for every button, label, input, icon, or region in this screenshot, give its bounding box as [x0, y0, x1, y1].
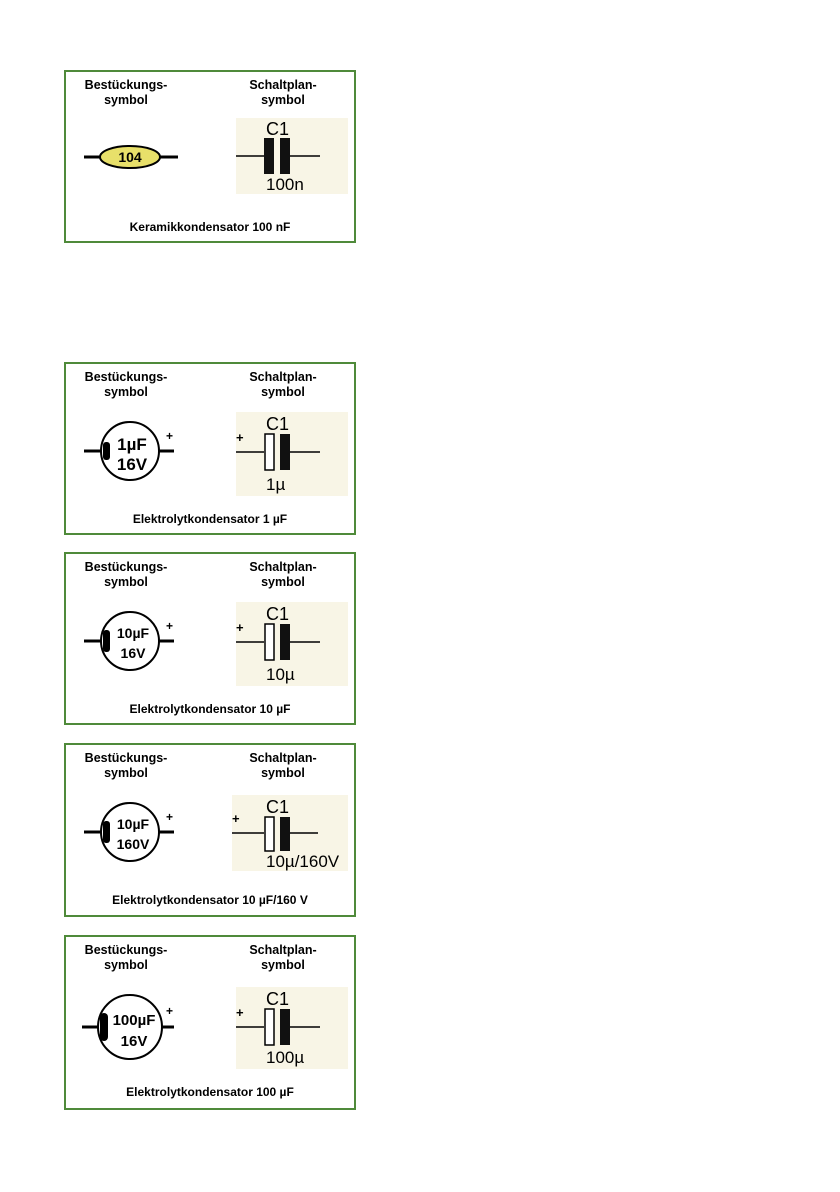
component-card-elko-100u: Bestückungs- symbol Schaltplan- symbol +…	[64, 935, 356, 1110]
schematic-ref-label: C1	[266, 119, 289, 139]
schematic-plus-sign: +	[236, 620, 244, 635]
component-caption: Elektrolytkondensator 10 µF/160 V	[112, 893, 308, 907]
part-voltage: 16V	[121, 1033, 148, 1050]
electrolytic-capacitor-placement-symbol: + 10µF 160V	[84, 802, 174, 862]
component-caption: Elektrolytkondensator 100 µF	[126, 1085, 294, 1099]
schematic-ref-label: C1	[266, 604, 289, 624]
schematic-symbol-header: Schaltplan- symbol	[249, 78, 317, 107]
component-card-elko-10u-160v: Bestückungs- symbol Schaltplan- symbol +…	[64, 743, 356, 917]
ceramic-part-label: 104	[118, 149, 142, 165]
part-voltage: 160V	[117, 836, 150, 852]
component-caption: Elektrolytkondensator 10 µF	[129, 702, 291, 716]
schematic-plus-sign: +	[236, 430, 244, 445]
schematic-value-label: 10µ/160V	[266, 852, 340, 871]
schematic-ref-label: C1	[266, 797, 289, 817]
ceramic-capacitor-schematic-symbol: C1 100n	[236, 118, 348, 194]
schematic-symbol-header: Schaltplan- symbol	[249, 751, 317, 780]
plus-sign: +	[166, 810, 173, 824]
ceramic-capacitor-placement-symbol: 104	[84, 145, 178, 169]
plus-sign: +	[166, 1004, 173, 1018]
plus-sign: +	[166, 429, 173, 443]
schematic-symbol-header: Schaltplan- symbol	[249, 943, 317, 972]
electrolytic-capacitor-schematic-symbol: C1 + 10µ	[236, 602, 348, 686]
schematic-symbol-header: Schaltplan- symbol	[249, 560, 317, 589]
placement-symbol-header: Bestückungs- symbol	[84, 370, 168, 399]
part-capacitance: 10µF	[117, 816, 150, 832]
placement-symbol-header: Bestückungs- symbol	[84, 751, 168, 780]
component-card-elko-1u: Bestückungs- symbol Schaltplan- symbol +…	[64, 362, 356, 535]
electrolytic-capacitor-schematic-symbol: C1 + 1µ	[236, 412, 348, 496]
schematic-value-label: 100n	[266, 175, 304, 194]
schematic-value-label: 1µ	[266, 475, 285, 494]
electrolytic-capacitor-schematic-symbol: C1 + 10µ/160V	[232, 795, 348, 871]
component-caption: Elektrolytkondensator 1 µF	[132, 512, 288, 526]
part-voltage: 16V	[117, 455, 148, 474]
electrolytic-capacitor-placement-symbol: + 1µF 16V	[84, 421, 174, 481]
schematic-symbol-header: Schaltplan- symbol	[249, 370, 317, 399]
electrolytic-capacitor-schematic-symbol: C1 + 100µ	[236, 987, 348, 1069]
component-caption: Keramikkondensator 100 nF	[129, 220, 291, 234]
electrolytic-capacitor-placement-symbol: + 100µF 16V	[82, 994, 174, 1060]
part-capacitance: 1µF	[117, 435, 147, 454]
schematic-plus-sign: +	[236, 1005, 244, 1020]
component-card-elko-10u: Bestückungs- symbol Schaltplan- symbol +…	[64, 552, 356, 725]
plus-sign: +	[166, 619, 173, 633]
placement-symbol-header: Bestückungs- symbol	[84, 78, 168, 107]
placement-symbol-header: Bestückungs- symbol	[84, 943, 168, 972]
schematic-ref-label: C1	[266, 414, 289, 434]
electrolytic-capacitor-placement-symbol: + 10µF 16V	[84, 611, 174, 671]
part-voltage: 16V	[121, 645, 147, 661]
schematic-ref-label: C1	[266, 989, 289, 1009]
component-card-ceramic-100n: Bestückungs- symbol Schaltplan- symbol 1…	[64, 70, 356, 243]
placement-symbol-header: Bestückungs- symbol	[84, 560, 168, 589]
part-capacitance: 10µF	[117, 625, 150, 641]
schematic-value-label: 100µ	[266, 1048, 304, 1067]
schematic-plus-sign: +	[232, 811, 240, 826]
schematic-value-label: 10µ	[266, 665, 295, 684]
part-capacitance: 100µF	[113, 1012, 156, 1029]
